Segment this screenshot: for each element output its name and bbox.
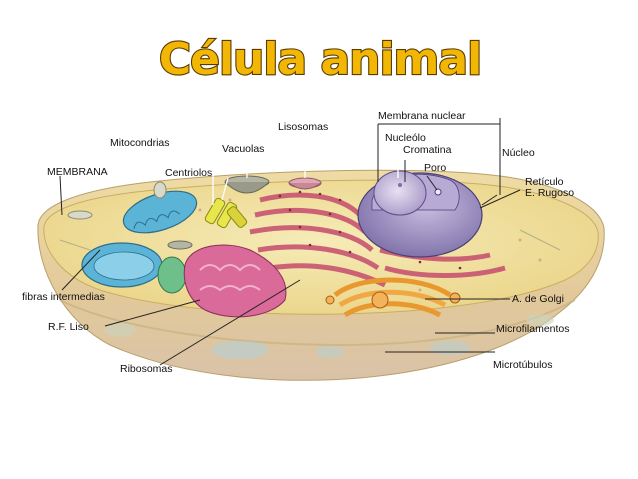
- label-rf-liso: R.F. Liso: [48, 321, 89, 333]
- label-e-rugoso: E. Rugoso: [525, 187, 574, 199]
- label-lisosomas: Lisosomas: [278, 121, 328, 133]
- label-microfilamentos: Microfilamentos: [496, 323, 570, 335]
- nucleolus: [373, 170, 427, 216]
- centrioles: [204, 197, 248, 229]
- label-microtubulos: Microtúbulos: [493, 359, 553, 371]
- title: Célula animal: [159, 34, 481, 85]
- label-reticulo: Retículo: [525, 176, 564, 188]
- label-nucleolo: Nucleólo: [385, 132, 426, 144]
- labels: Membrana nuclear Lisosomas Mitocondrias …: [22, 110, 574, 375]
- mitochondrion-bottom: [81, 242, 163, 288]
- golgi-apparatus: [325, 277, 461, 318]
- label-mitocondrias: Mitocondrias: [110, 137, 170, 149]
- vesicle-small: [67, 181, 193, 250]
- label-poro: Poro: [424, 162, 446, 174]
- fibers: [59, 229, 561, 251]
- label-membrana: MEMBRANA: [47, 166, 108, 178]
- leader-lines: [59, 118, 521, 366]
- smooth-er: [183, 244, 287, 318]
- label-fibras-intermedias: fibras intermedias: [22, 291, 105, 303]
- label-vacuolas: Vacuolas: [222, 143, 264, 155]
- mitochondrion-small: [157, 256, 187, 294]
- rough-er-dots: [278, 190, 462, 270]
- label-ribosomas: Ribosomas: [120, 363, 173, 375]
- label-nucleo: Núcleo: [502, 147, 535, 159]
- vacuole: [224, 175, 270, 194]
- nuclear-pore: [434, 188, 442, 196]
- label-golgi: A. de Golgi: [512, 293, 564, 305]
- label-centriolos: Centriolos: [165, 167, 212, 179]
- label-membrana-nuclear: Membrana nuclear: [378, 110, 466, 122]
- mitochondrion-top: [122, 190, 198, 234]
- label-cromatina: Cromatina: [403, 144, 452, 156]
